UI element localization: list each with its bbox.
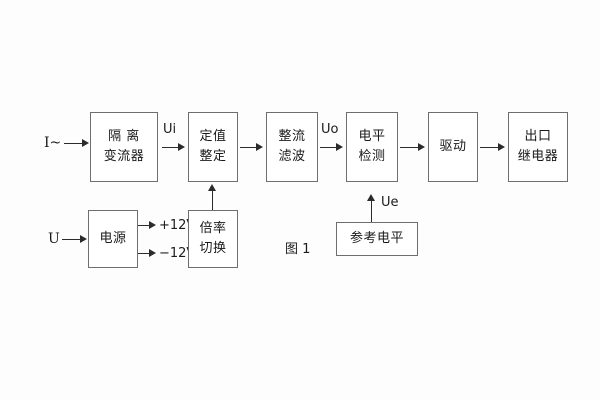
- ui-label: Ui: [163, 122, 177, 137]
- block-level-detect-line2: 检测: [358, 149, 386, 164]
- supply-negative-arrowhead: [149, 249, 156, 257]
- multiplier-to-setting-line: [212, 190, 213, 210]
- supply-negative-line: [138, 253, 152, 254]
- supply-negative-label: −12V: [159, 246, 196, 261]
- block-setting-line1: 定值: [199, 128, 227, 144]
- ue-label: Ue: [381, 195, 399, 210]
- block-drive-line1: 驱动: [439, 138, 467, 154]
- current-input-arrowhead: [82, 139, 89, 147]
- block-reference-level-line1: 参考电平: [349, 230, 404, 246]
- ui-arrowhead: [178, 143, 185, 151]
- block-drive: 驱动: [428, 112, 478, 182]
- current-input-label: I~: [44, 135, 62, 151]
- block-setting: 定值 整定: [188, 112, 238, 182]
- block-isolation-ct-line2: 变流器: [103, 149, 145, 164]
- reference-to-level-line: [371, 200, 372, 222]
- block-rectify-filter-line2: 滤波: [278, 149, 306, 164]
- uo-label: Uo: [321, 122, 339, 137]
- block-level-detect: 电平 检测: [346, 112, 398, 182]
- block-multiplier-switch: 倍率 切换: [188, 210, 238, 268]
- block-output-relay-line2: 继电器: [517, 149, 559, 164]
- level-to-drive-arrowhead: [418, 143, 425, 151]
- block-setting-line2: 整定: [199, 149, 227, 164]
- ui-line: [162, 147, 180, 148]
- supply-positive-label: +12V: [159, 218, 196, 233]
- voltage-input-arrowhead: [80, 235, 87, 243]
- block-level-detect-line1: 电平: [358, 128, 386, 144]
- voltage-input-line: [62, 239, 82, 240]
- uo-line: [320, 147, 338, 148]
- supply-positive-line: [138, 225, 152, 226]
- drive-to-relay-arrowhead: [498, 143, 505, 151]
- block-output-relay-line1: 出口: [524, 128, 552, 144]
- setting-to-rectify-arrowhead: [256, 143, 263, 151]
- supply-positive-arrowhead: [149, 221, 156, 229]
- block-power-supply-line1: 电源: [99, 230, 127, 246]
- block-power-supply: 电源: [88, 210, 138, 268]
- block-rectify-filter: 整流 滤波: [266, 112, 318, 182]
- block-isolation-ct: 隔 离 变流器: [90, 112, 158, 182]
- block-output-relay: 出口 继电器: [508, 112, 568, 182]
- current-input-line: [64, 143, 84, 144]
- figure-caption: 图 1: [285, 242, 311, 257]
- block-reference-level: 参考电平: [336, 222, 418, 256]
- block-multiplier-switch-line2: 切换: [199, 241, 227, 256]
- multiplier-to-setting-arrowhead: [208, 184, 216, 191]
- block-rectify-filter-line1: 整流: [278, 128, 306, 144]
- block-isolation-ct-line1: 隔 离: [108, 128, 140, 144]
- block-multiplier-switch-line1: 倍率: [199, 220, 227, 236]
- reference-to-level-arrowhead: [367, 194, 375, 201]
- uo-arrowhead: [336, 143, 343, 151]
- level-to-drive-line: [400, 147, 420, 148]
- drive-to-relay-line: [480, 147, 500, 148]
- voltage-input-label: U: [48, 231, 60, 247]
- setting-to-rectify-line: [240, 147, 258, 148]
